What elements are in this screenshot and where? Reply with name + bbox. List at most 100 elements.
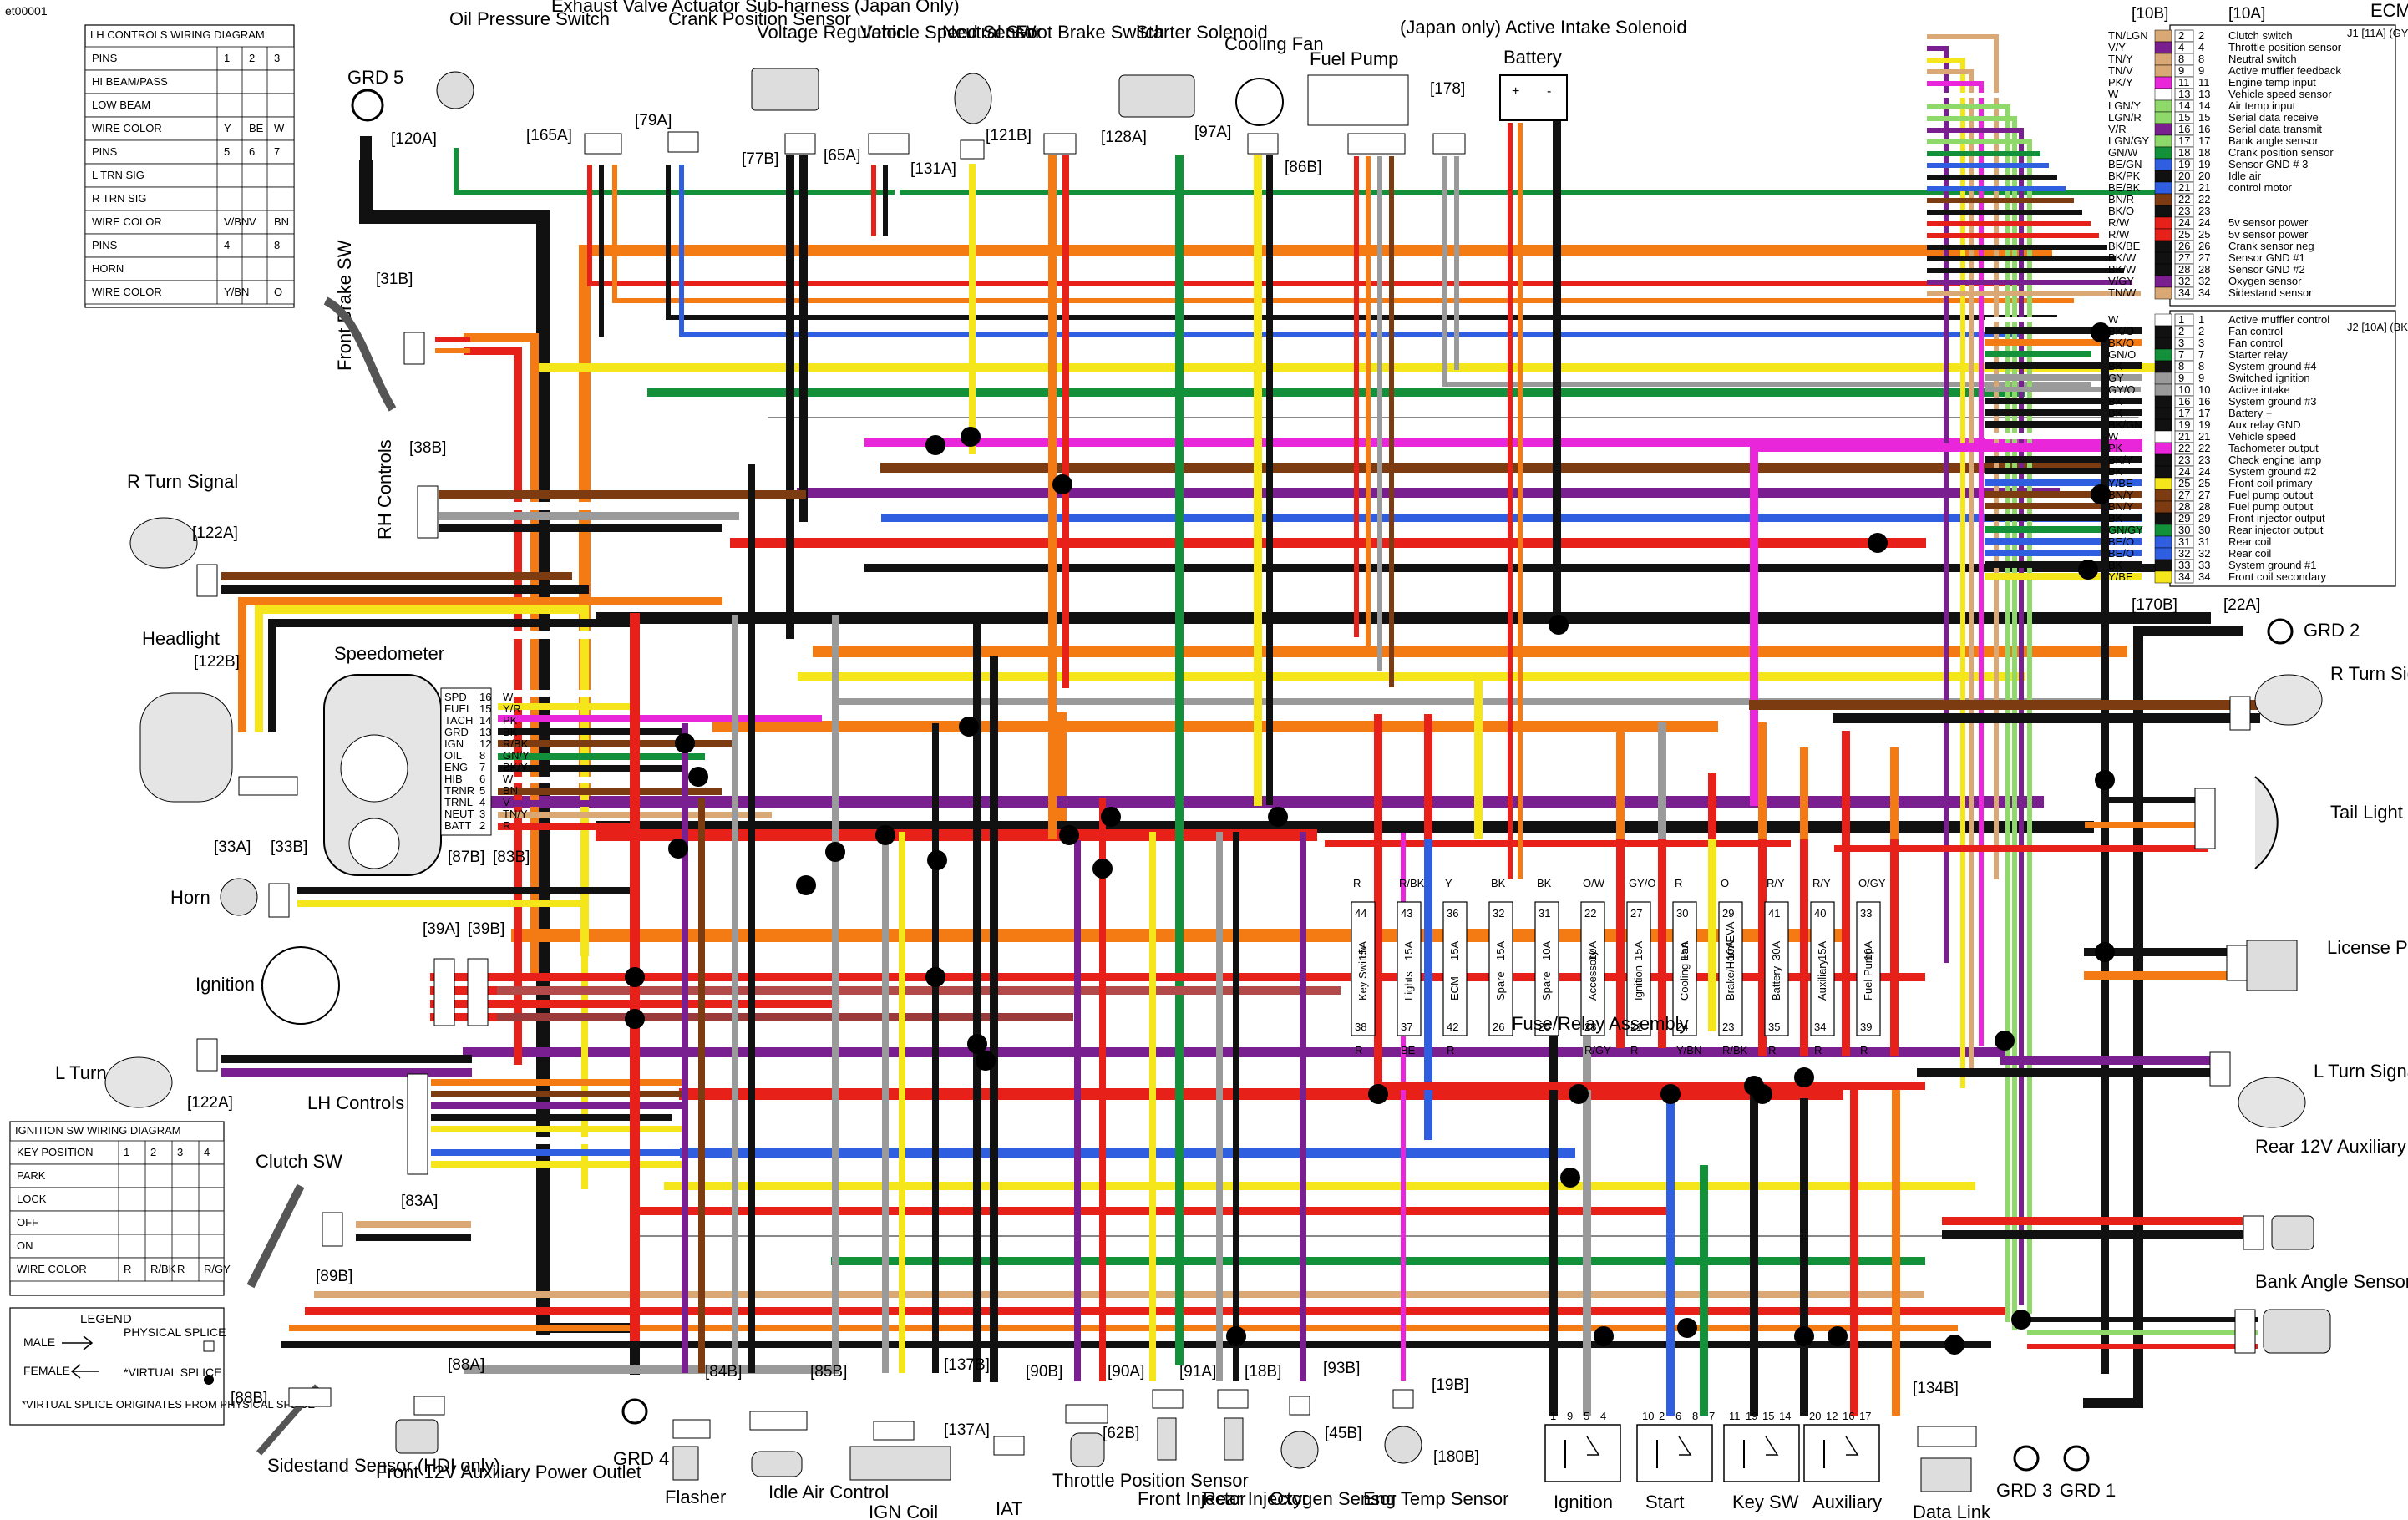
fuse-pin-bottom: 24 (1676, 1021, 1688, 1033)
fuse-wire-bottom: R (1768, 1044, 1776, 1056)
ecm-wire-code: PK (2108, 442, 2123, 454)
tail-light-label: Tail Light (2330, 802, 2403, 823)
fuse-pin-top: 32 (1493, 907, 1504, 920)
speedo-pin-wire: GN/Y (503, 749, 530, 762)
ref-170b: [31B] (376, 271, 413, 288)
svg-text:-: - (1547, 84, 1551, 99)
ecm-wire-swatch (2154, 53, 2172, 66)
fuse-label: Cooling Fan (1678, 942, 1691, 1001)
ecm-pin-number-out: 18 (2198, 146, 2210, 159)
fuse-pin-bottom: 28 (1584, 1021, 1596, 1033)
eng-temp-label: Eng Temp Sensor (1363, 1488, 1508, 1509)
fuse-slot (1351, 901, 1376, 1036)
ign-table-row-label: OFF (17, 1216, 38, 1229)
ecm-wire-code: GN/GY (2108, 524, 2143, 536)
ecm-pin-number: 34 (2178, 570, 2190, 583)
fuse-pin-bottom: 34 (1814, 1021, 1826, 1033)
fuse-rating: 30A (1770, 941, 1782, 960)
ecm-pin-number: 24 (2178, 465, 2190, 478)
ecm-pin-number-out: 16 (2198, 123, 2210, 135)
relay-pin: 7 (1709, 1410, 1715, 1422)
relay-pin: 5 (1584, 1410, 1589, 1422)
ecm-pin-number: 32 (2178, 547, 2190, 560)
ecm-pin-number: 25 (2178, 477, 2190, 489)
ecm-pin-number: 2 (2178, 325, 2184, 337)
speedo-pin-number: 8 (479, 749, 485, 762)
ecm-wire-code: BE/GN (2108, 158, 2142, 170)
lh-table-cell: 4 (224, 239, 230, 251)
ecm-j1-label: J1 [11A] (GY) (2347, 27, 2408, 39)
ecm-pin-number: 27 (2178, 251, 2190, 264)
ecm-wire-code: W (2108, 430, 2119, 443)
relay-pin: 6 (1675, 1410, 1681, 1422)
ecm-wire-code: V/R (2108, 123, 2127, 135)
ref-95b: [89B] (316, 1268, 352, 1285)
fuse-slot (1718, 901, 1743, 1036)
fan-icon (1235, 78, 1284, 126)
ecm-pin-number: 17 (2178, 134, 2190, 147)
legend-virtual: *VIRTUAL SPLICE (124, 1365, 222, 1379)
fuse-wire-top: BK (1491, 877, 1506, 889)
relay-pin: 17 (1859, 1410, 1871, 1422)
ecm-pin-number-out: 19 (2198, 418, 2210, 431)
ecm-pin-function: Fan control (2228, 337, 2283, 349)
ecm-pin-number: 24 (2178, 216, 2190, 229)
relay-label: Ignition (1554, 1492, 1613, 1512)
turn-signal-icon (129, 517, 198, 569)
legend-title: LEGEND (80, 1312, 132, 1326)
relay-switch-icon (1678, 1436, 1692, 1456)
ecm-pin-function: Check engine lamp (2228, 453, 2321, 466)
lh-table-row-label: PINS (92, 145, 118, 158)
fuse-slot (1580, 901, 1605, 1036)
lh-table-cell: 8 (274, 239, 280, 251)
speedo-pin-wire: W (503, 773, 514, 785)
ecm-pin-number: 3 (2178, 337, 2184, 349)
ecm-pin-function: Front coil secondary (2228, 570, 2327, 583)
fuse-label: Brake/Horn/EVA (1724, 921, 1736, 1001)
relay-box (1544, 1424, 1621, 1482)
fuse-wire-bottom: R (1447, 1044, 1454, 1056)
ecm-wire-code: V/Y (2108, 41, 2126, 53)
battery-label: Battery (1503, 47, 1562, 68)
ref-137a: [45B] (1325, 1425, 1361, 1442)
lh-table-cell: V (249, 215, 256, 228)
ecm-pin-box (2174, 570, 2194, 584)
lh-table-cell: 6 (249, 145, 255, 158)
ecm-wire-swatch (2154, 123, 2172, 136)
ref-79a: [79A] (635, 112, 672, 129)
fuse-slot (1672, 901, 1697, 1036)
ecm-pin-function: Vehicle speed (2228, 430, 2296, 443)
headlight-icon (139, 692, 233, 803)
ecm-pin-function: 5v sensor power (2228, 216, 2309, 229)
legend: LEGEND MALE FEMALE PHYSICAL SPLICE *VIRT… (9, 1307, 315, 1426)
fuse-label: Lights (1402, 971, 1415, 1001)
ecm-pin-function: Serial data transmit (2228, 123, 2322, 135)
grd4-label: GRD 4 (613, 1448, 669, 1469)
ecm-wire-code: BK/PK (2108, 170, 2141, 182)
ref-88a: [62B] (1103, 1425, 1139, 1442)
virtual-splice-icon (204, 1375, 214, 1385)
lh-controls-label: LH Controls (307, 1092, 404, 1113)
ecm-wire-code: BK (2108, 512, 2123, 524)
ecm-wire-swatch (2154, 570, 2172, 584)
lh-table-row (84, 139, 295, 165)
ecm-pin-number-out: 31 (2198, 535, 2210, 548)
ecm-pin-number-out: 9 (2198, 64, 2204, 77)
ecm-pin-number-out: 25 (2198, 477, 2210, 489)
relay-pin: 9 (1567, 1410, 1573, 1422)
ign-table-row (9, 1140, 225, 1165)
relay-pin: 16 (1843, 1410, 1854, 1422)
fuse-slot (1442, 901, 1468, 1036)
ecm-pin-number-out: 15 (2198, 111, 2210, 124)
fuse-wire-bottom: R (1860, 1044, 1868, 1056)
ground-ring-icon (351, 89, 384, 122)
ign-table-cell: 2 (150, 1146, 156, 1158)
ecm-wire-swatch (2154, 489, 2172, 502)
ecm-wire-code: BK/W (2108, 251, 2137, 264)
legend-female: FEMALE (23, 1364, 70, 1377)
ecm-pin-number: 20 (2178, 170, 2190, 182)
grd1-label: GRD 1 (2060, 1480, 2116, 1501)
ref-84b: [91A] (1179, 1363, 1216, 1381)
ecm-pin-number-out: 22 (2198, 193, 2210, 205)
active-intake-label: (Japan only) Active Intake Solenoid (1400, 17, 1687, 38)
